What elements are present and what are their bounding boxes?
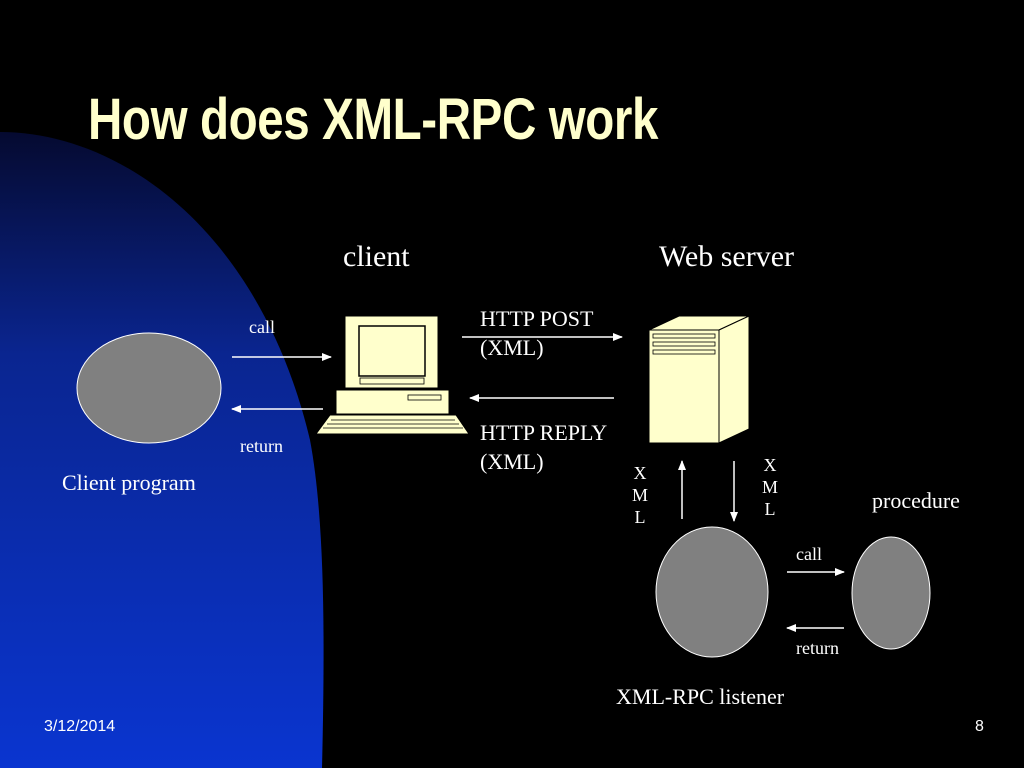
computer-icon	[315, 315, 470, 435]
xml-down-letter: L	[764, 499, 776, 519]
http-post-label: HTTP POST (XML)	[480, 304, 593, 362]
xml-down-label: X M L	[762, 454, 778, 520]
xml-up-letter: M	[632, 485, 649, 505]
server-icon	[648, 315, 750, 444]
procedure-ellipse	[851, 536, 931, 650]
xml-up-label: X M L	[632, 462, 648, 528]
call-label-right: call	[796, 544, 822, 564]
xml-up-letter: X	[633, 463, 647, 483]
call-label-left: call	[249, 317, 275, 337]
slide-page-number: 8	[975, 718, 984, 735]
client-program-label: Client program	[62, 470, 196, 495]
return-label-left: return	[240, 436, 283, 456]
http-reply-label: HTTP REPLY (XML)	[480, 418, 607, 476]
slide-date: 3/12/2014	[44, 718, 116, 735]
xml-rpc-listener-label: XML-RPC listener	[616, 684, 785, 709]
return-label-right: return	[796, 638, 839, 658]
slide-title: How does XML-RPC work	[88, 87, 659, 152]
http-post-line-1: HTTP POST	[480, 306, 594, 331]
client-heading: client	[343, 240, 410, 273]
xml-rpc-listener-ellipse	[655, 526, 769, 658]
procedure-label: procedure	[872, 488, 960, 513]
http-reply-line-2: (XML)	[480, 449, 544, 474]
web-server-heading: Web server	[659, 240, 795, 273]
client-program-ellipse	[76, 332, 222, 444]
http-post-line-2: (XML)	[480, 335, 544, 360]
xml-up-letter: L	[634, 507, 646, 527]
xml-down-letter: M	[762, 477, 779, 497]
http-reply-line-1: HTTP REPLY	[480, 420, 608, 445]
xml-down-letter: X	[763, 455, 777, 475]
blue-arc-shape	[0, 132, 324, 768]
